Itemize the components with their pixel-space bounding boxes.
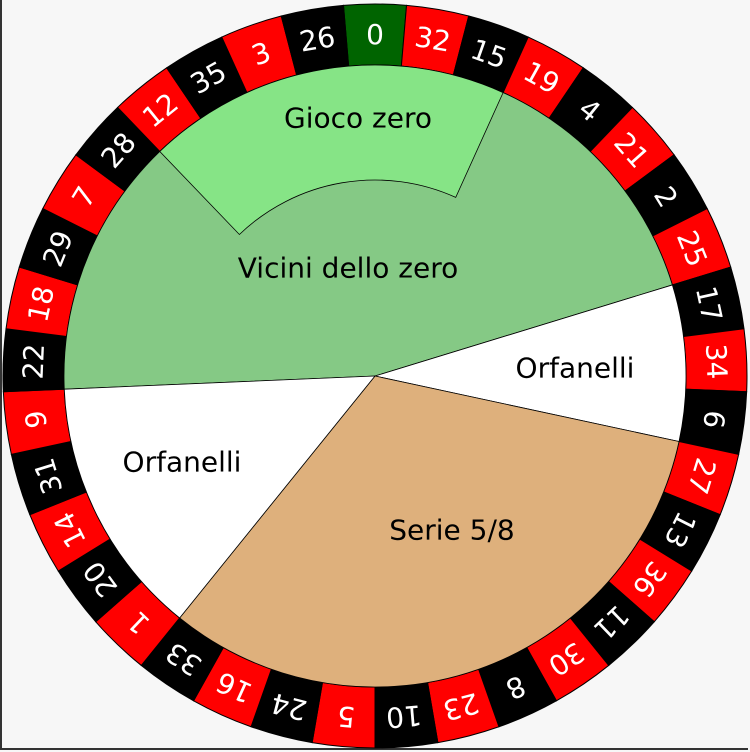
section-label: Gioco zero bbox=[284, 102, 432, 135]
pocket-number: 17 bbox=[689, 283, 729, 325]
section-label: Orfanelli bbox=[516, 352, 635, 385]
pocket-number: 9 bbox=[19, 408, 54, 430]
pocket-number: 6 bbox=[696, 408, 731, 430]
pocket-number: 32 bbox=[412, 20, 453, 59]
pocket-number: 5 bbox=[336, 699, 357, 733]
section-serie-5-8 bbox=[179, 375, 680, 688]
section-orfanelli bbox=[373, 284, 687, 442]
pocket-number: 0 bbox=[366, 18, 384, 51]
section-label: Orfanelli bbox=[123, 446, 242, 479]
section-label: Vicini dello zero bbox=[238, 252, 458, 285]
pocket-number: 26 bbox=[297, 20, 338, 59]
pocket-number: 22 bbox=[17, 343, 51, 380]
pocket-number: 34 bbox=[699, 343, 733, 380]
section-label: Serie 5/8 bbox=[389, 514, 514, 547]
section-gioco-zero bbox=[159, 64, 504, 236]
pocket-number: 18 bbox=[21, 283, 61, 325]
pocket-number: 10 bbox=[385, 698, 423, 734]
section-orfanelli bbox=[63, 375, 376, 619]
